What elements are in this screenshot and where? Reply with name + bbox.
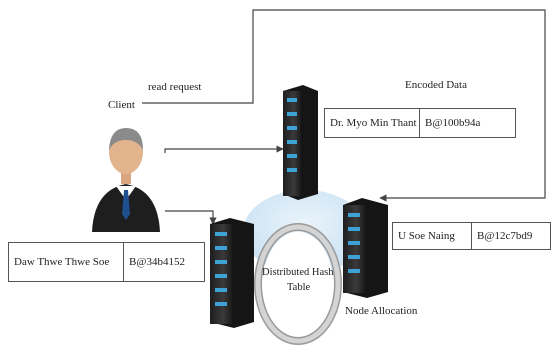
client-to-server-top	[164, 145, 284, 153]
dht-label-line1: Distributed Hash	[262, 267, 334, 278]
connector-lines	[142, 9, 546, 225]
node-value-cell: B@100b94a	[419, 108, 516, 138]
node-value-cell: B@12c7bd9	[471, 222, 551, 250]
server-icon	[343, 198, 388, 298]
node-value-cell: B@34b4152	[123, 242, 205, 282]
node-name-cell: Daw Thwe Thwe Soe	[8, 242, 124, 282]
dht-label-line2: Table	[287, 282, 311, 293]
read-request-label: read request	[148, 81, 202, 93]
server-icon	[210, 218, 254, 328]
encoded-data-label: Encoded Data	[405, 79, 467, 91]
node-name-cell: Dr. Myo Min Thant	[324, 108, 420, 138]
server-icon	[283, 85, 318, 200]
client-to-server-left	[165, 210, 217, 225]
client-label: Client	[108, 99, 135, 111]
node-name-cell: U Soe Naing	[392, 222, 472, 250]
dht-ring	[254, 223, 342, 345]
node-allocation-label: Node Allocation	[345, 305, 418, 317]
read-request-line	[142, 9, 546, 202]
person-icon	[92, 128, 160, 232]
